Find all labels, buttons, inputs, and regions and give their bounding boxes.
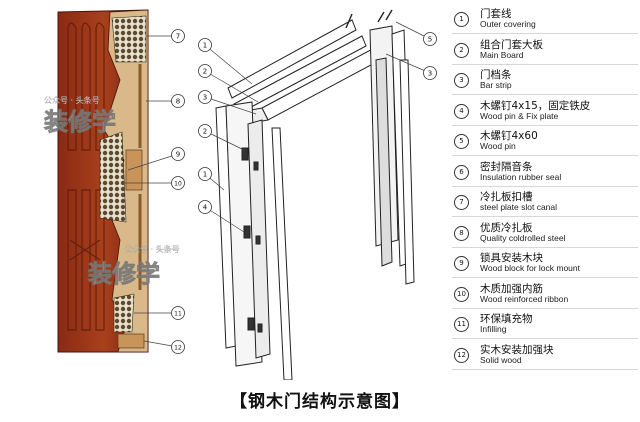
callout-number: 10 xyxy=(174,181,182,188)
watermark-big: 装修学 xyxy=(88,260,160,288)
callout-3: 3 xyxy=(385,53,437,80)
legend-item-english-label: Solid wood xyxy=(480,354,522,365)
door-frame xyxy=(215,9,415,380)
callout-11: 11 xyxy=(134,306,185,320)
legend-item-english-label: Infilling xyxy=(480,324,507,334)
legend-item-chinese-label: 冷扎板扣槽 xyxy=(480,191,533,203)
legend-item-english-label: steel plate slot canal xyxy=(480,202,558,212)
legend-item-number: 3 xyxy=(454,73,469,88)
legend-item-chinese-label: 门档条 xyxy=(480,69,512,81)
legend-item-number: 5 xyxy=(454,134,469,149)
legend-item-chinese-label: 木质加强内筋 xyxy=(480,282,543,295)
legend-item-english-label: Wood pin & Fix plate xyxy=(480,110,559,121)
callout-3: 3 xyxy=(198,90,257,115)
watermark: 公众号 · 头条号 装修学 xyxy=(44,95,117,137)
legend-item-chinese-label: 实木安装加强块 xyxy=(480,343,554,356)
callout-7: 7 xyxy=(146,29,185,43)
legend-item-number: 12 xyxy=(454,347,469,363)
legend-item-chinese-label: 环保填充物 xyxy=(480,313,533,325)
legend-item-number: 9 xyxy=(454,256,469,271)
callout-number: 3 xyxy=(203,94,207,102)
legend-item-english-label: Main Board xyxy=(480,49,524,60)
callout-10: 10 xyxy=(122,176,185,190)
legend-item-number: 11 xyxy=(454,317,469,332)
legend-item-english-label: Wood pin xyxy=(480,141,516,151)
legend-item-chinese-label: 组合门套大板 xyxy=(480,38,543,51)
legend-item-number: 8 xyxy=(454,225,469,241)
watermark: 公众号 · 头条号 装修学 xyxy=(88,244,180,289)
callout-number: 4 xyxy=(203,204,208,212)
legend-item-number: 2 xyxy=(454,42,469,58)
callout-1: 1 xyxy=(198,167,225,191)
legend-item-number: 7 xyxy=(454,195,469,210)
callout-number: 5 xyxy=(428,36,432,44)
legend-item-english-label: Outer covering xyxy=(480,19,536,29)
legend-item-number: 6 xyxy=(454,164,469,180)
callout-number: 1 xyxy=(203,42,207,50)
legend-item-chinese-label: 锁具安装木块 xyxy=(480,252,543,264)
legend-item-english-label: Wood block for lock mount xyxy=(480,263,580,273)
callout-number: 12 xyxy=(174,345,182,352)
legend-item-number: 10 xyxy=(454,286,469,302)
callout-number: 3 xyxy=(428,70,432,78)
legend-item-english-label: Quality coldrolled steel xyxy=(480,232,566,243)
legend-item-number: 4 xyxy=(454,103,469,119)
callout-number: 1 xyxy=(203,171,207,179)
callout-number: 2 xyxy=(203,128,207,136)
door-structure-diagram: 公众号 · 头条号 装修学 公众号 · 头条号 装修学 xyxy=(44,9,437,380)
watermark-small: 公众号 · 头条号 xyxy=(44,95,100,105)
callout-number: 7 xyxy=(176,33,180,41)
watermark-small: 公众号 · 头条号 xyxy=(124,244,180,254)
callout-number: 11 xyxy=(174,311,182,318)
callout-number: 2 xyxy=(203,68,207,76)
legend-item-chinese-label: 密封隔音条 xyxy=(480,160,533,173)
callout-1: 1 xyxy=(198,38,253,85)
legend-item-chinese-label: 木螺钉4x60 xyxy=(480,130,538,142)
callout-12: 12 xyxy=(143,340,185,354)
legend-item-chinese-label: 优质冷扎板 xyxy=(480,221,533,234)
legend-item-chinese-label: 门套线 xyxy=(480,8,512,20)
legend-item-english-label: Bar strip xyxy=(480,80,512,90)
watermark-big: 装修学 xyxy=(44,108,116,136)
legend-item-chinese-label: 木螺钉4x15，固定铁皮 xyxy=(480,99,591,112)
legend-item-number: 1 xyxy=(454,12,469,27)
diagram-caption: 【钢木门结构示意图】 xyxy=(230,392,410,412)
callout-4: 4 xyxy=(198,200,245,233)
legend-item-english-label: Wood reinforced ribbon xyxy=(480,293,569,304)
callout-2: 2 xyxy=(198,64,259,103)
door-panel xyxy=(57,9,149,353)
callout-number: 9 xyxy=(176,151,180,159)
callout-8: 8 xyxy=(146,94,185,108)
legend-item-english-label: Insulation rubber seal xyxy=(480,171,562,182)
callout-2: 2 xyxy=(198,124,245,151)
callout-9: 9 xyxy=(127,147,185,171)
callout-5: 5 xyxy=(395,21,437,46)
callout-number: 8 xyxy=(176,98,180,106)
